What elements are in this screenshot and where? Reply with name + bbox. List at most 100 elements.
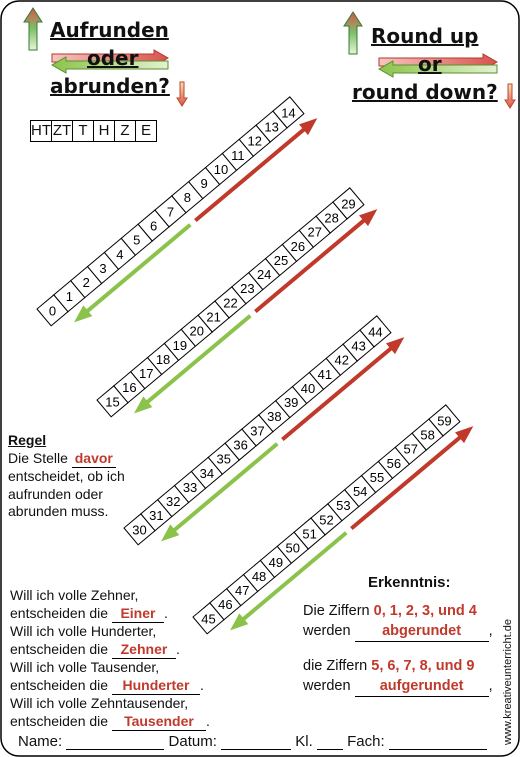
round-down-arrow-icon (161, 524, 180, 542)
number-label: 58 (420, 428, 434, 443)
left-arrow-icon (377, 60, 498, 78)
number-label: 54 (353, 484, 367, 499)
number-label: 18 (156, 352, 170, 367)
number-label: 42 (334, 353, 348, 368)
up-arrow-icon (23, 7, 43, 51)
title-en-line1: Round up (371, 24, 479, 48)
rule-line2: entscheidet, ob ich (8, 468, 125, 484)
footer-name-field[interactable] (66, 735, 165, 750)
round-up-arrow-icon (359, 209, 378, 227)
number-label: 53 (336, 498, 350, 513)
rule-box: Regel Die Stelle davor entscheidet, ob i… (8, 432, 125, 521)
insight-b-line2: werden aufgerundet, (303, 676, 493, 697)
place-value-table: HT ZT T H Z E (30, 120, 157, 142)
exercise-answer-1: Einer (111, 605, 164, 623)
number-label: 17 (139, 366, 153, 381)
number-label: 10 (214, 162, 228, 177)
number-label: 9 (201, 176, 208, 191)
footer-subject-field[interactable] (388, 735, 487, 750)
round-up-arrow-icon (386, 337, 405, 355)
number-label: 39 (284, 395, 298, 410)
number-label: 56 (387, 456, 401, 471)
number-label: 13 (264, 120, 278, 135)
round-down-arrow-icon (134, 396, 153, 414)
title-de-line3: abrunden? (50, 74, 170, 98)
number-label: 30 (132, 522, 146, 537)
title-en-line3: round down? (352, 80, 498, 104)
exercise-block: Will ich volle Zehner, entscheiden die E… (10, 587, 210, 731)
number-label: 24 (257, 267, 271, 282)
rule-line3: aufrunden oder (8, 485, 103, 502)
number-label: 14 (281, 105, 295, 120)
number-cell (428, 404, 461, 437)
insight-heading: Erkenntnis: (368, 574, 451, 591)
number-label: 26 (291, 239, 305, 254)
number-label: 31 (149, 508, 163, 523)
strip-up-arrow-shaft (142, 314, 252, 407)
number-label: 49 (269, 555, 283, 570)
number-label: 0 (49, 303, 56, 318)
title-en-line2: or (418, 52, 442, 76)
exercise-q4-answer-line: entscheiden die Tausender. (10, 713, 210, 731)
number-label: 46 (218, 597, 232, 612)
number-label: 50 (286, 541, 300, 556)
strip-up-arrow-shaft (238, 531, 348, 624)
insight-a-line1: Die Ziffern 0, 1, 2, 3, und 4 (303, 603, 477, 619)
rule-line4: abrunden muss. (8, 503, 109, 519)
number-label: 29 (341, 196, 355, 211)
place-value-ht: HT (31, 121, 52, 141)
round-up-arrow-icon (455, 426, 474, 444)
number-label: 44 (368, 324, 382, 339)
title-de-line1: Aufrunden (50, 18, 169, 42)
strip-up-arrow-shaft (281, 344, 395, 442)
round-down-arrow-icon (230, 613, 249, 631)
footer-class-field[interactable] (316, 735, 343, 750)
number-label: 3 (99, 261, 106, 276)
rule-answer: davor (71, 450, 116, 468)
side-website: www.kreativeunterricht.de (502, 619, 514, 745)
number-label: 2 (83, 275, 90, 290)
number-label: 38 (267, 409, 281, 424)
insight-answer-a: abgerundet (354, 621, 489, 642)
number-cell (272, 96, 305, 129)
footer-date-field[interactable] (221, 735, 292, 750)
number-label: 47 (235, 583, 249, 598)
place-value-e: E (140, 122, 151, 139)
number-label: 45 (201, 611, 215, 626)
exercise-answer-2: Zehner (111, 641, 176, 659)
number-label: 12 (247, 134, 261, 149)
place-value-z: Z (115, 121, 136, 141)
exercise-answer-4: Tausender (111, 713, 206, 731)
round-down-arrow-icon (74, 305, 93, 323)
strip-up-arrow-shaft (350, 433, 464, 531)
down-arrow-icon (176, 81, 188, 107)
footer-date-label: Datum: (168, 733, 217, 750)
number-label: 15 (105, 394, 119, 409)
title-de-line2: oder (87, 46, 139, 70)
number-label: 57 (403, 442, 417, 457)
place-value-zt: ZT (52, 121, 73, 141)
number-label: 7 (167, 204, 174, 219)
footer-class-label: Kl. (295, 733, 313, 750)
number-label: 11 (231, 148, 245, 163)
place-value-h: H (94, 121, 115, 141)
insight-block: Die Ziffern 0, 1, 2, 3, und 4 werden abg… (303, 601, 493, 697)
insight-a-digits: 0, 1, 2, 3, und 4 (373, 603, 477, 619)
number-label: 43 (351, 339, 365, 354)
number-label: 35 (217, 452, 231, 467)
round-up-arrow-icon (299, 118, 318, 136)
exercise-q1-answer-line: entscheiden die Einer. (10, 605, 210, 623)
number-label: 5 (133, 233, 140, 248)
down-arrow-icon (504, 83, 516, 109)
number-label: 51 (302, 527, 316, 542)
insight-b-digits: 5, 6, 7, 8, und 9 (371, 658, 475, 674)
number-label: 33 (183, 480, 197, 495)
number-label: 34 (200, 466, 214, 481)
rule-line1: Die Stelle davor (8, 450, 125, 468)
number-label: 40 (301, 381, 315, 396)
number-label: 52 (319, 512, 333, 527)
number-label: 4 (116, 247, 123, 262)
